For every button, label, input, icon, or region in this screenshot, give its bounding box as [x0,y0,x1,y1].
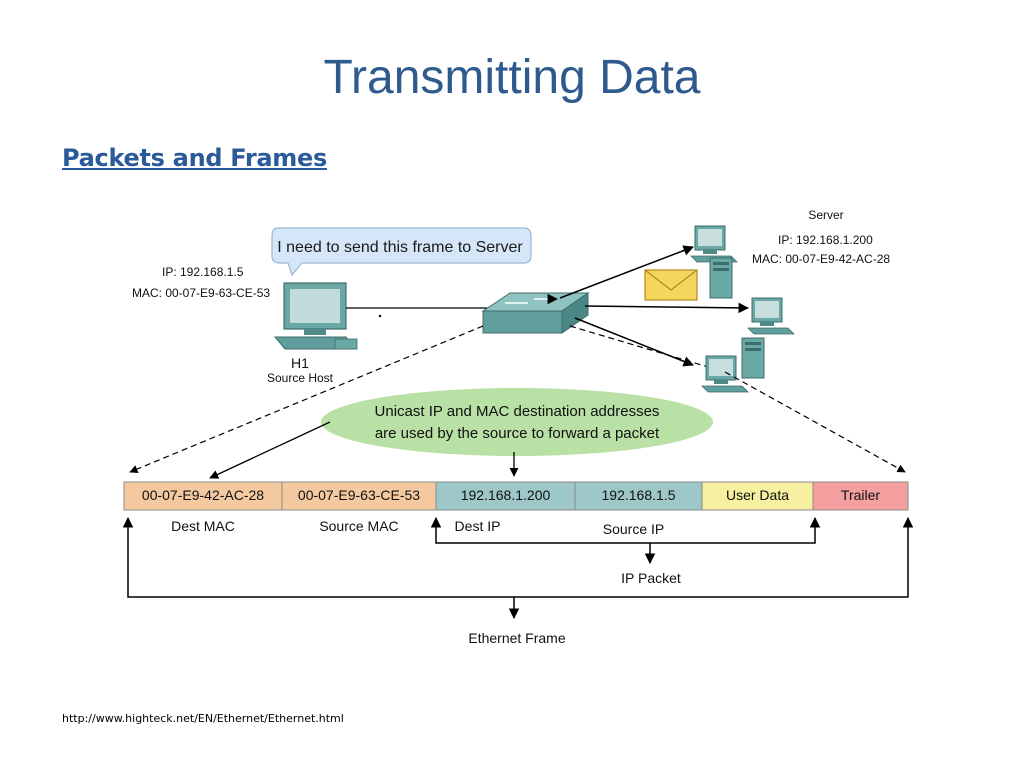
frame-field-caption: Dest IP [455,518,501,534]
server-ip: IP: 192.168.1.200 [778,233,873,247]
host-mac: MAC: 00-07-E9-63-CE-53 [132,286,270,300]
frame-field-box [574,481,703,511]
callout-line-2: are used by the source to forward a pack… [375,425,660,442]
frame-field-box [281,481,437,511]
frame-field-box [123,481,283,511]
frame-field-value: 00-07-E9-63-CE-53 [298,487,420,503]
frame-field-caption: Source MAC [319,518,398,534]
frame-field-caption: Source IP [603,521,664,537]
host-name: H1 [291,355,309,371]
source-host-computer-icon [273,282,358,350]
server-label: Server [808,208,843,222]
host-ip: IP: 192.168.1.5 [162,265,244,279]
frame-field-box [812,481,909,511]
frame-field-value: 192.168.1.200 [461,487,551,503]
slide-subtitle: Packets and Frames [62,144,327,172]
host-role: Source Host [267,371,334,385]
frame-field-value: User Data [726,487,789,503]
callout-ellipse: Unicast IP and MAC destination addresses… [321,388,713,456]
slide-title: Transmitting Data [323,51,701,104]
ethernet-frame-label: Ethernet Frame [468,630,565,646]
speech-bubble: I need to send this frame to Server [271,227,532,277]
frame-field-value: 192.168.1.5 [602,487,676,503]
frame-field-box [435,481,576,511]
server-mac: MAC: 00-07-E9-42-AC-28 [752,252,890,266]
envelope-icon [644,269,698,301]
server-tower-icon [741,337,765,379]
server-computer-icon [690,225,738,263]
ip-packet-label: IP Packet [621,570,681,586]
computer-icon [747,297,795,335]
server-tower-icon [709,257,733,299]
callout-line-1: Unicast IP and MAC destination addresses [375,403,660,420]
frame-field-value: Trailer [841,487,880,503]
computer-icon [701,355,749,393]
frame-field-value: 00-07-E9-42-AC-28 [142,487,264,503]
speech-bubble-text: I need to send this frame to Server [277,239,523,256]
source-link[interactable]: http://www.highteck.net/EN/Ethernet/Ethe… [62,712,344,725]
frame-field-caption: Dest MAC [171,518,235,534]
